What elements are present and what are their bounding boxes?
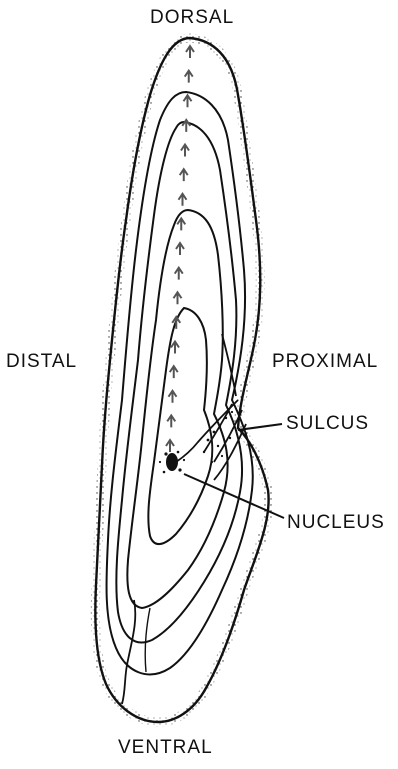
growth-arrow xyxy=(166,440,174,452)
growth-arrow xyxy=(167,415,175,427)
growth-arrow xyxy=(180,169,188,181)
growth-arrow xyxy=(176,243,184,255)
growth-arrow xyxy=(179,194,187,206)
growth-arrow xyxy=(177,218,185,230)
dorsal-label: DORSAL xyxy=(150,8,234,27)
stippled-rim xyxy=(95,38,268,722)
nucleus-blob xyxy=(159,451,185,474)
growth-axis-arrows xyxy=(166,46,194,452)
growth-arrow xyxy=(174,292,182,304)
growth-arrow xyxy=(184,95,192,107)
growth-arrow xyxy=(171,342,179,354)
growth-arrow xyxy=(169,391,177,403)
distal-label: DISTAL xyxy=(6,352,77,371)
growth-arrow xyxy=(186,46,194,58)
ventral-fissure xyxy=(122,600,135,704)
proximal-label: PROXIMAL xyxy=(272,352,378,371)
ventral-label: VENTRAL xyxy=(118,738,213,757)
growth-arrow xyxy=(170,366,178,378)
growth-arrow xyxy=(185,71,193,83)
nucleus-label: NUCLEUS xyxy=(287,513,385,532)
sulcus-label: SULCUS xyxy=(286,414,369,433)
ventral-fissure xyxy=(145,608,150,672)
growth-arrow xyxy=(181,145,189,157)
core-ring xyxy=(148,308,212,544)
growth-arrow xyxy=(175,268,183,280)
